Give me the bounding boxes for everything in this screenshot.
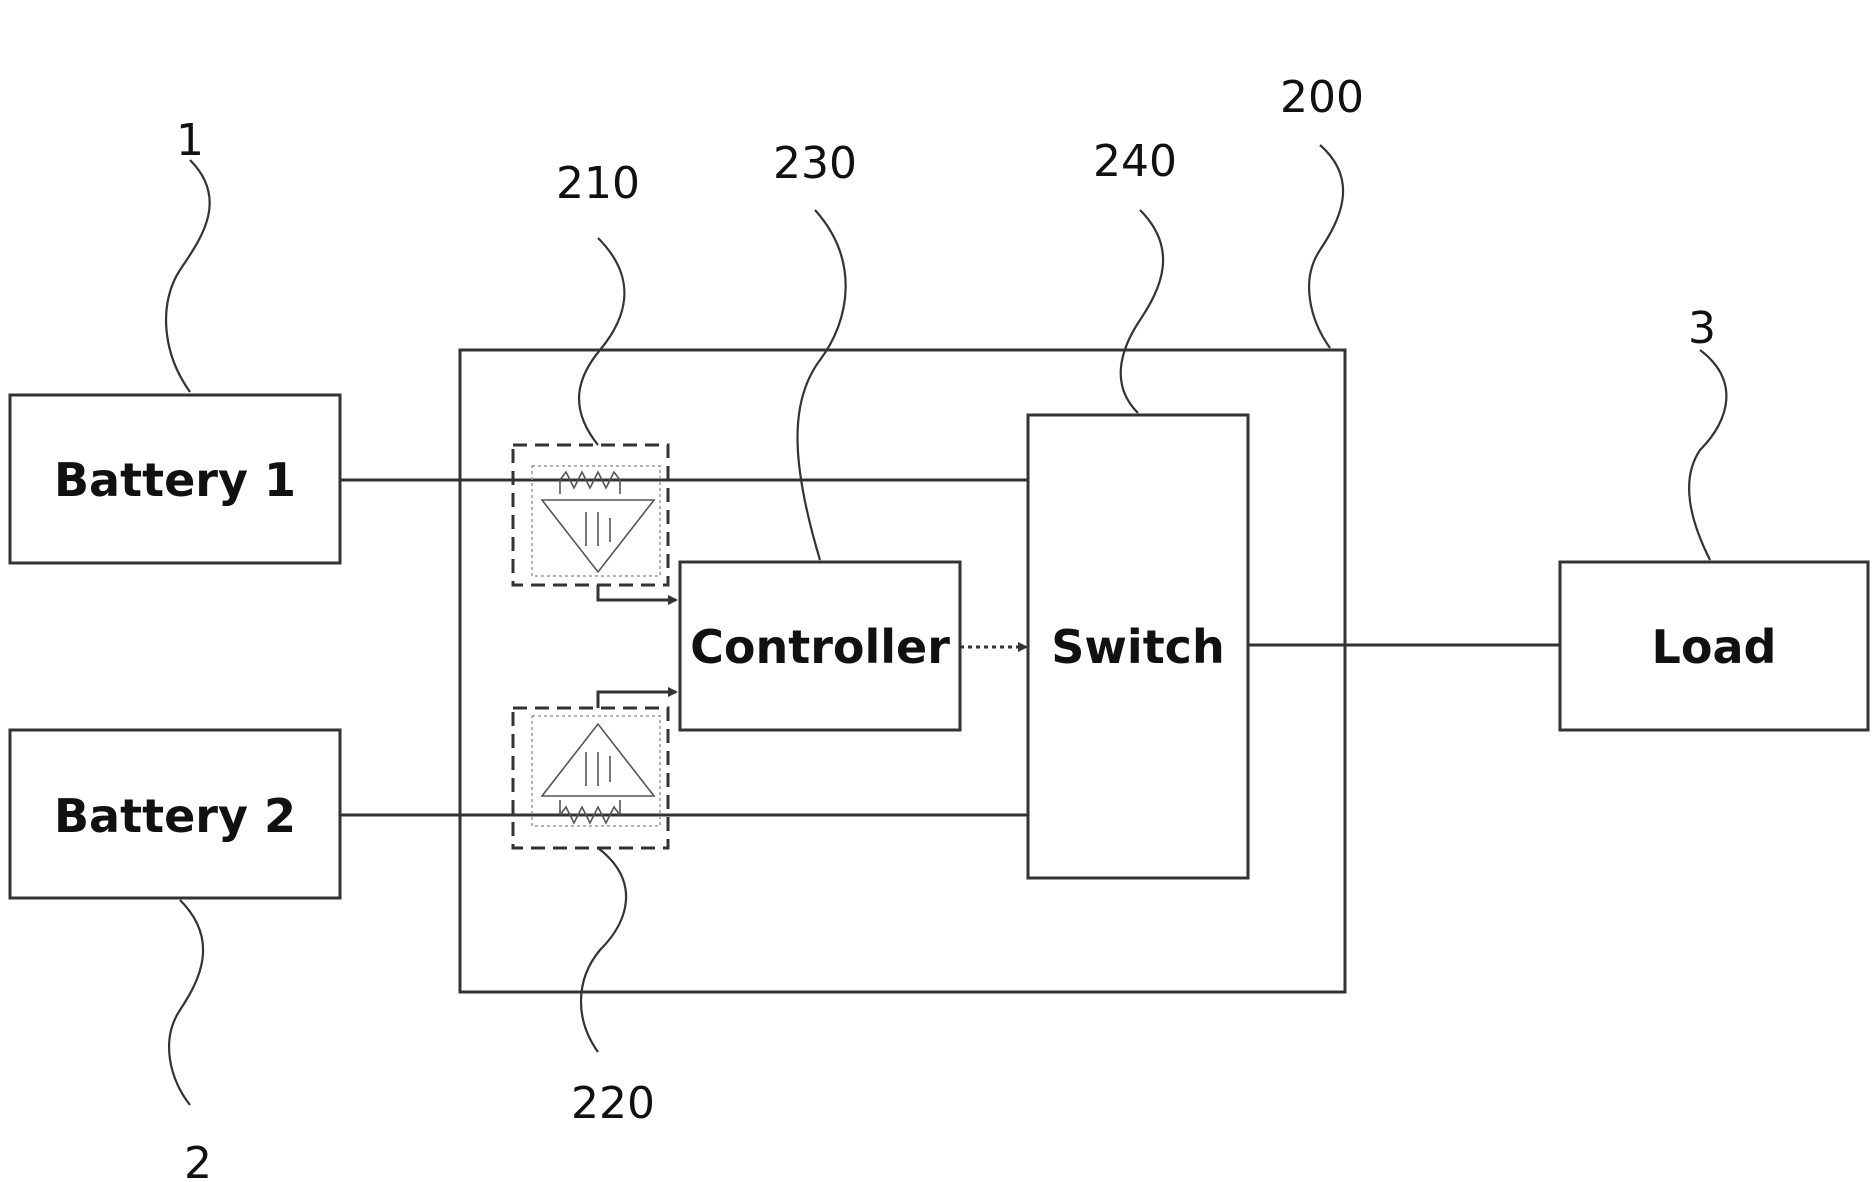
switch-label: Switch bbox=[1051, 620, 1224, 674]
ref-1: 1 bbox=[176, 115, 204, 166]
leader-ref-2 bbox=[169, 900, 203, 1105]
battery-1-label: Battery 1 bbox=[54, 453, 296, 507]
battery-2-label: Battery 2 bbox=[54, 789, 296, 843]
leader-ref-200 bbox=[1309, 145, 1343, 348]
ref-240: 240 bbox=[1093, 136, 1177, 187]
load-label: Load bbox=[1652, 620, 1777, 674]
controller-block: Controller bbox=[680, 562, 960, 730]
load-block: Load bbox=[1560, 562, 1868, 730]
ref-200: 200 bbox=[1280, 72, 1364, 123]
ref-2: 2 bbox=[184, 1138, 212, 1182]
battery-2-block: Battery 2 bbox=[10, 730, 340, 898]
ref-210: 210 bbox=[556, 158, 640, 209]
ref-3: 3 bbox=[1688, 303, 1716, 354]
controller-label: Controller bbox=[690, 620, 950, 674]
leader-ref-3 bbox=[1689, 350, 1726, 560]
ref-220: 220 bbox=[571, 1078, 655, 1129]
battery-1-block: Battery 1 bbox=[10, 395, 340, 563]
ref-230: 230 bbox=[773, 138, 857, 189]
leader-ref-1 bbox=[166, 160, 210, 392]
switch-block: Switch bbox=[1028, 415, 1248, 878]
